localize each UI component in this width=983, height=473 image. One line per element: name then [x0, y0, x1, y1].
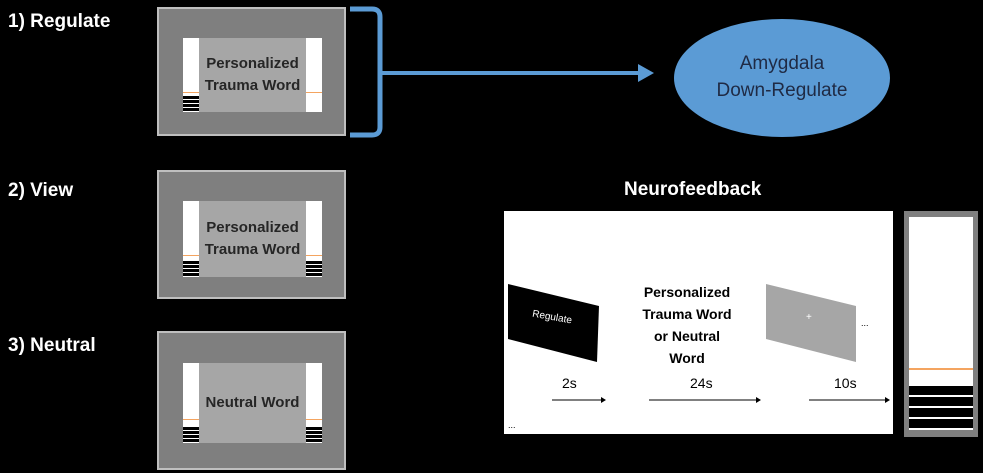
duration-10s: 10s [834, 375, 857, 391]
outcome-line1: Amygdala [739, 53, 825, 74]
condition-label-neutral: 3) Neutral [8, 335, 96, 356]
stimulus-description: Personalized Trauma Word or Neutral Word [622, 281, 752, 369]
view-screen: Personalized Trauma Word [157, 170, 346, 299]
arrow-24s-head-icon [756, 397, 761, 403]
timeline-panel: Regulate + ... Personalized Trauma Word … [504, 211, 893, 434]
screen-ellipsis: ... [861, 318, 869, 328]
neutral-thermometer-left [183, 363, 199, 443]
outcome-label: Amygdala Down-Regulate [684, 50, 880, 104]
fixation-screen [766, 284, 856, 362]
fixation-cross: + [806, 312, 812, 323]
regulate-word-line2: Trauma Word [204, 77, 301, 94]
threshold-line [909, 368, 973, 370]
feedback-level-bars [909, 386, 973, 430]
condition-label-regulate: 1) Regulate [8, 11, 111, 32]
neutral-word-area: Neutral Word [199, 363, 306, 443]
timeline-svg [508, 284, 890, 403]
neutral-thermometer-right [306, 363, 322, 443]
view-thermometer-left [183, 201, 199, 277]
bracket-shape [350, 6, 383, 138]
view-word-area: Personalized Trauma Word [199, 201, 306, 277]
regulate-thermometer-left [183, 38, 199, 112]
view-thermometer-right [306, 201, 322, 277]
arrow-head-icon [638, 64, 654, 82]
stimulus-line3: or Neutral [653, 328, 721, 344]
large-thermometer [904, 211, 978, 437]
regulate-word-area: Personalized Trauma Word [199, 38, 306, 112]
regulate-word-line1: Personalized [206, 55, 299, 72]
neutral-screen: Neutral Word [157, 331, 346, 470]
outcome-line2: Down-Regulate [716, 80, 848, 101]
neutral-word: Neutral Word [205, 394, 300, 411]
regulate-thermometer-right [306, 38, 322, 112]
view-word-line1: Personalized [206, 219, 299, 236]
amygdala-ellipse [674, 19, 890, 137]
stimulus-line4: Word [669, 350, 705, 366]
stimulus-line2: Trauma Word [642, 306, 732, 322]
arrow-10s-head-icon [885, 397, 890, 403]
neurofeedback-title: Neurofeedback [624, 179, 762, 200]
large-thermometer-fill [909, 217, 973, 430]
footer-ellipsis: ... [508, 420, 516, 430]
condition-label-view: 2) View [8, 180, 74, 201]
stimulus-line1: Personalized [643, 284, 731, 300]
cue-screen [508, 284, 599, 362]
regulate-screen: Personalized Trauma Word [157, 7, 346, 136]
arrow-2s-head-icon [601, 397, 606, 403]
duration-2s: 2s [562, 375, 577, 391]
duration-24s: 24s [690, 375, 713, 391]
view-word-line2: Trauma Word [204, 241, 301, 258]
